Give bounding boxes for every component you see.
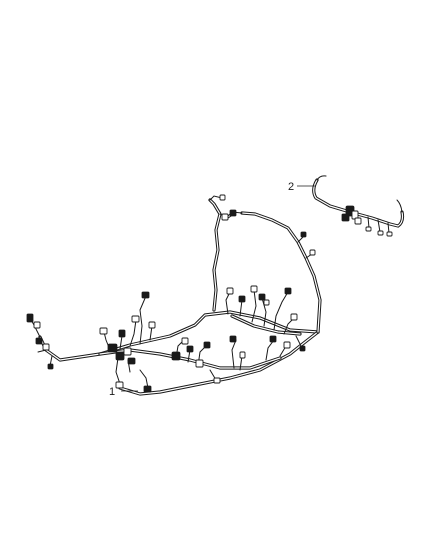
harness-part-1 (26, 194, 322, 396)
callout-label-1: 1 (109, 386, 115, 398)
connector-cluster-center (171, 335, 246, 384)
connector-cluster-front-left (26, 291, 156, 393)
connector-cluster-part-2 (341, 205, 393, 237)
harness-part-2 (312, 175, 405, 237)
callout-2: 2 (288, 181, 316, 193)
callout-label-2: 2 (288, 181, 294, 193)
connector-cluster-roof (219, 194, 316, 256)
connector-cluster-center-right (226, 285, 306, 352)
callout-1: 1 (109, 386, 138, 398)
